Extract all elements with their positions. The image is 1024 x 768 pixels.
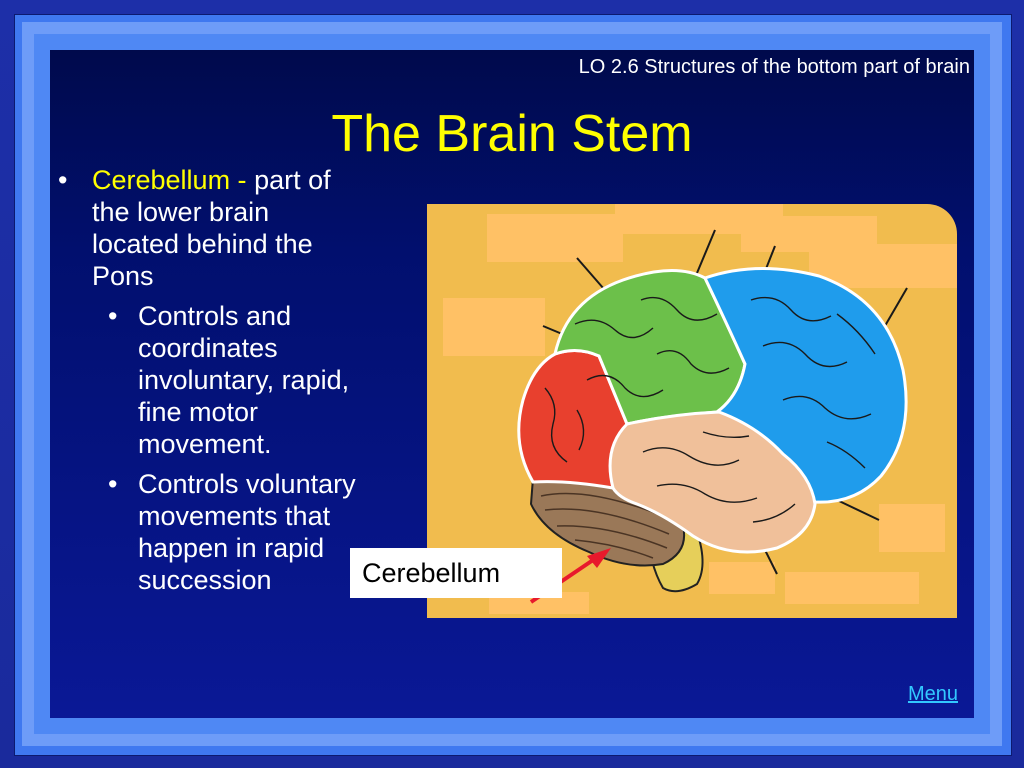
cerebellum-fold	[544, 508, 670, 535]
leader-line	[836, 499, 880, 521]
label-box	[785, 572, 919, 604]
label-boxes	[443, 204, 957, 614]
gyrus-line	[762, 341, 848, 368]
bullet-sub-1-text: Controls and coordinates involuntary, ra…	[138, 301, 350, 459]
gyrus-line	[702, 431, 750, 439]
cerebellum-fold	[540, 492, 664, 517]
label-box	[879, 504, 945, 552]
gyrus-line	[574, 319, 654, 339]
bullet-sub-2-text: Controls voluntary movements that happen…	[138, 469, 356, 595]
gyrus-line	[576, 409, 585, 451]
gyrus-line	[586, 374, 664, 398]
bullet-glyph: •	[58, 165, 68, 195]
temporal-lobe	[608, 410, 817, 554]
cerebellum-fold	[556, 525, 668, 549]
gyrus-line	[826, 441, 866, 469]
brain-gyri	[544, 296, 876, 523]
label-box	[487, 214, 623, 262]
bullet-sub-2: • Controls voluntary movements that happ…	[58, 468, 358, 596]
gyrus-line	[642, 447, 740, 466]
gyrus-line	[656, 350, 730, 374]
bullet-glyph: •	[108, 301, 118, 331]
gyrus-line	[656, 483, 758, 503]
gyrus-line	[752, 503, 796, 523]
gyrus-line	[782, 395, 872, 420]
cerebellum-callout-label: Cerebellum	[350, 548, 562, 598]
gyrus-line	[640, 296, 718, 321]
bullet-sub-1: • Controls and coordinates involuntary, …	[58, 300, 358, 460]
bullet-glyph: •	[108, 469, 118, 499]
frontal-lobe	[702, 266, 908, 504]
bullet-main-text: part of the lower brain located behind t…	[92, 165, 331, 291]
bullet-main-term: Cerebellum -	[92, 165, 247, 195]
learning-objective-label: LO 2.6 Structures of the bottom part of …	[578, 56, 970, 78]
gyrus-line	[750, 296, 832, 322]
menu-link[interactable]: Menu	[907, 683, 958, 705]
slide-title: The Brain Stem	[331, 105, 693, 163]
cerebellum-folds	[540, 492, 670, 559]
bullet-list: • Cerebellum - part of the lower brain l…	[58, 164, 358, 596]
gyrus-line	[544, 387, 568, 463]
slide-content: LO 2.6 Structures of the bottom part of …	[50, 50, 974, 718]
bullet-main: • Cerebellum - part of the lower brain l…	[58, 164, 358, 292]
gyrus-line	[836, 313, 876, 355]
pointer-arrowhead	[587, 548, 611, 568]
cerebellum-fold	[574, 539, 654, 559]
label-box	[709, 562, 775, 594]
label-box	[443, 298, 545, 356]
